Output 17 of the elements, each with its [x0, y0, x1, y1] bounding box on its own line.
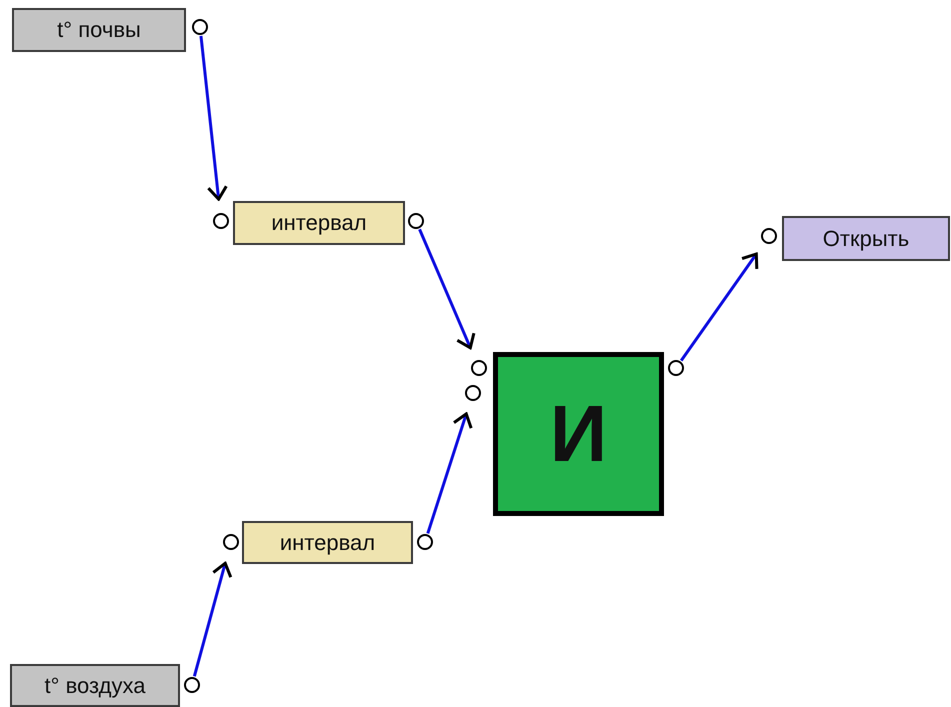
interval-box	[242, 521, 413, 564]
and-gate-box	[493, 352, 664, 516]
arrow	[426, 412, 473, 534]
node-label: интервал	[271, 212, 367, 234]
arrow	[418, 228, 476, 350]
arrow	[680, 252, 758, 362]
node-label: t° почвы	[57, 19, 141, 41]
node-label: Открыть	[822, 228, 910, 250]
sensor-box	[10, 664, 180, 707]
arrow	[199, 36, 228, 201]
action-box	[782, 216, 950, 261]
interval-box	[233, 201, 405, 245]
sensor-box	[12, 8, 186, 52]
node-label: И	[550, 394, 608, 474]
node-label: t° воздуха	[44, 674, 146, 696]
node-label: интервал	[280, 532, 376, 554]
arrow	[192, 562, 232, 677]
